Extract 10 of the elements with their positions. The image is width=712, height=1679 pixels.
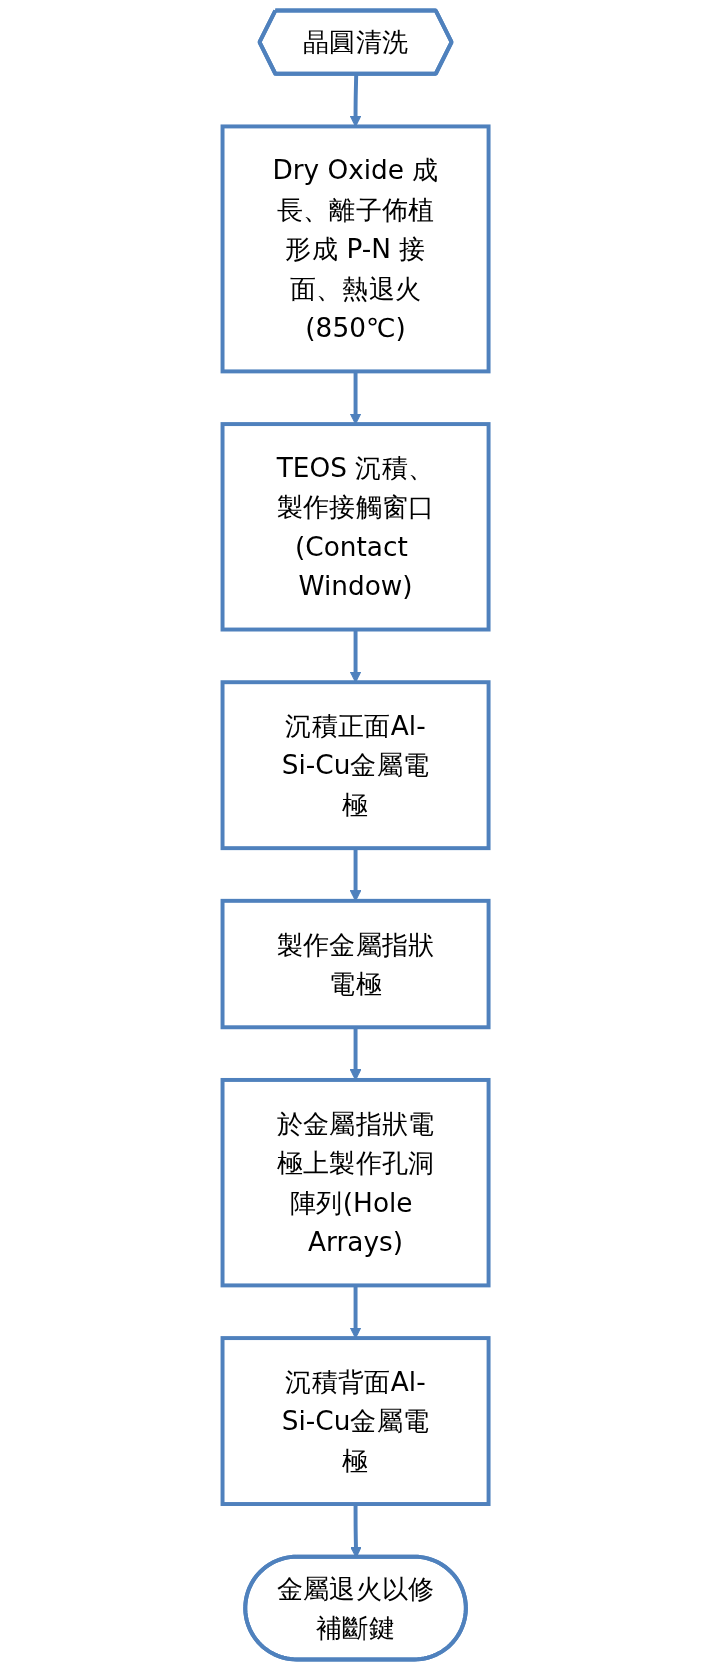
node-box: 沉積正面Al-Si-Cu金屬電極 <box>221 680 491 851</box>
arrow <box>350 629 362 683</box>
node-box: 製作金屬指狀電極 <box>221 898 491 1030</box>
node-box: Dry Oxide 成長、離子佈植形成 P-N 接面、熱退火(850℃) <box>221 124 491 374</box>
arrow <box>350 1285 362 1339</box>
node-box: 於金屬指狀電極上製作孔洞陣列(Hole Arrays) <box>221 1077 491 1288</box>
arrow <box>350 371 362 425</box>
node-box: 沉積背面Al-Si-Cu金屬電極 <box>221 1336 491 1506</box>
node-box: TEOS 沉積、製作接觸窗口(Contact Window) <box>221 422 491 632</box>
arrow <box>350 74 362 127</box>
